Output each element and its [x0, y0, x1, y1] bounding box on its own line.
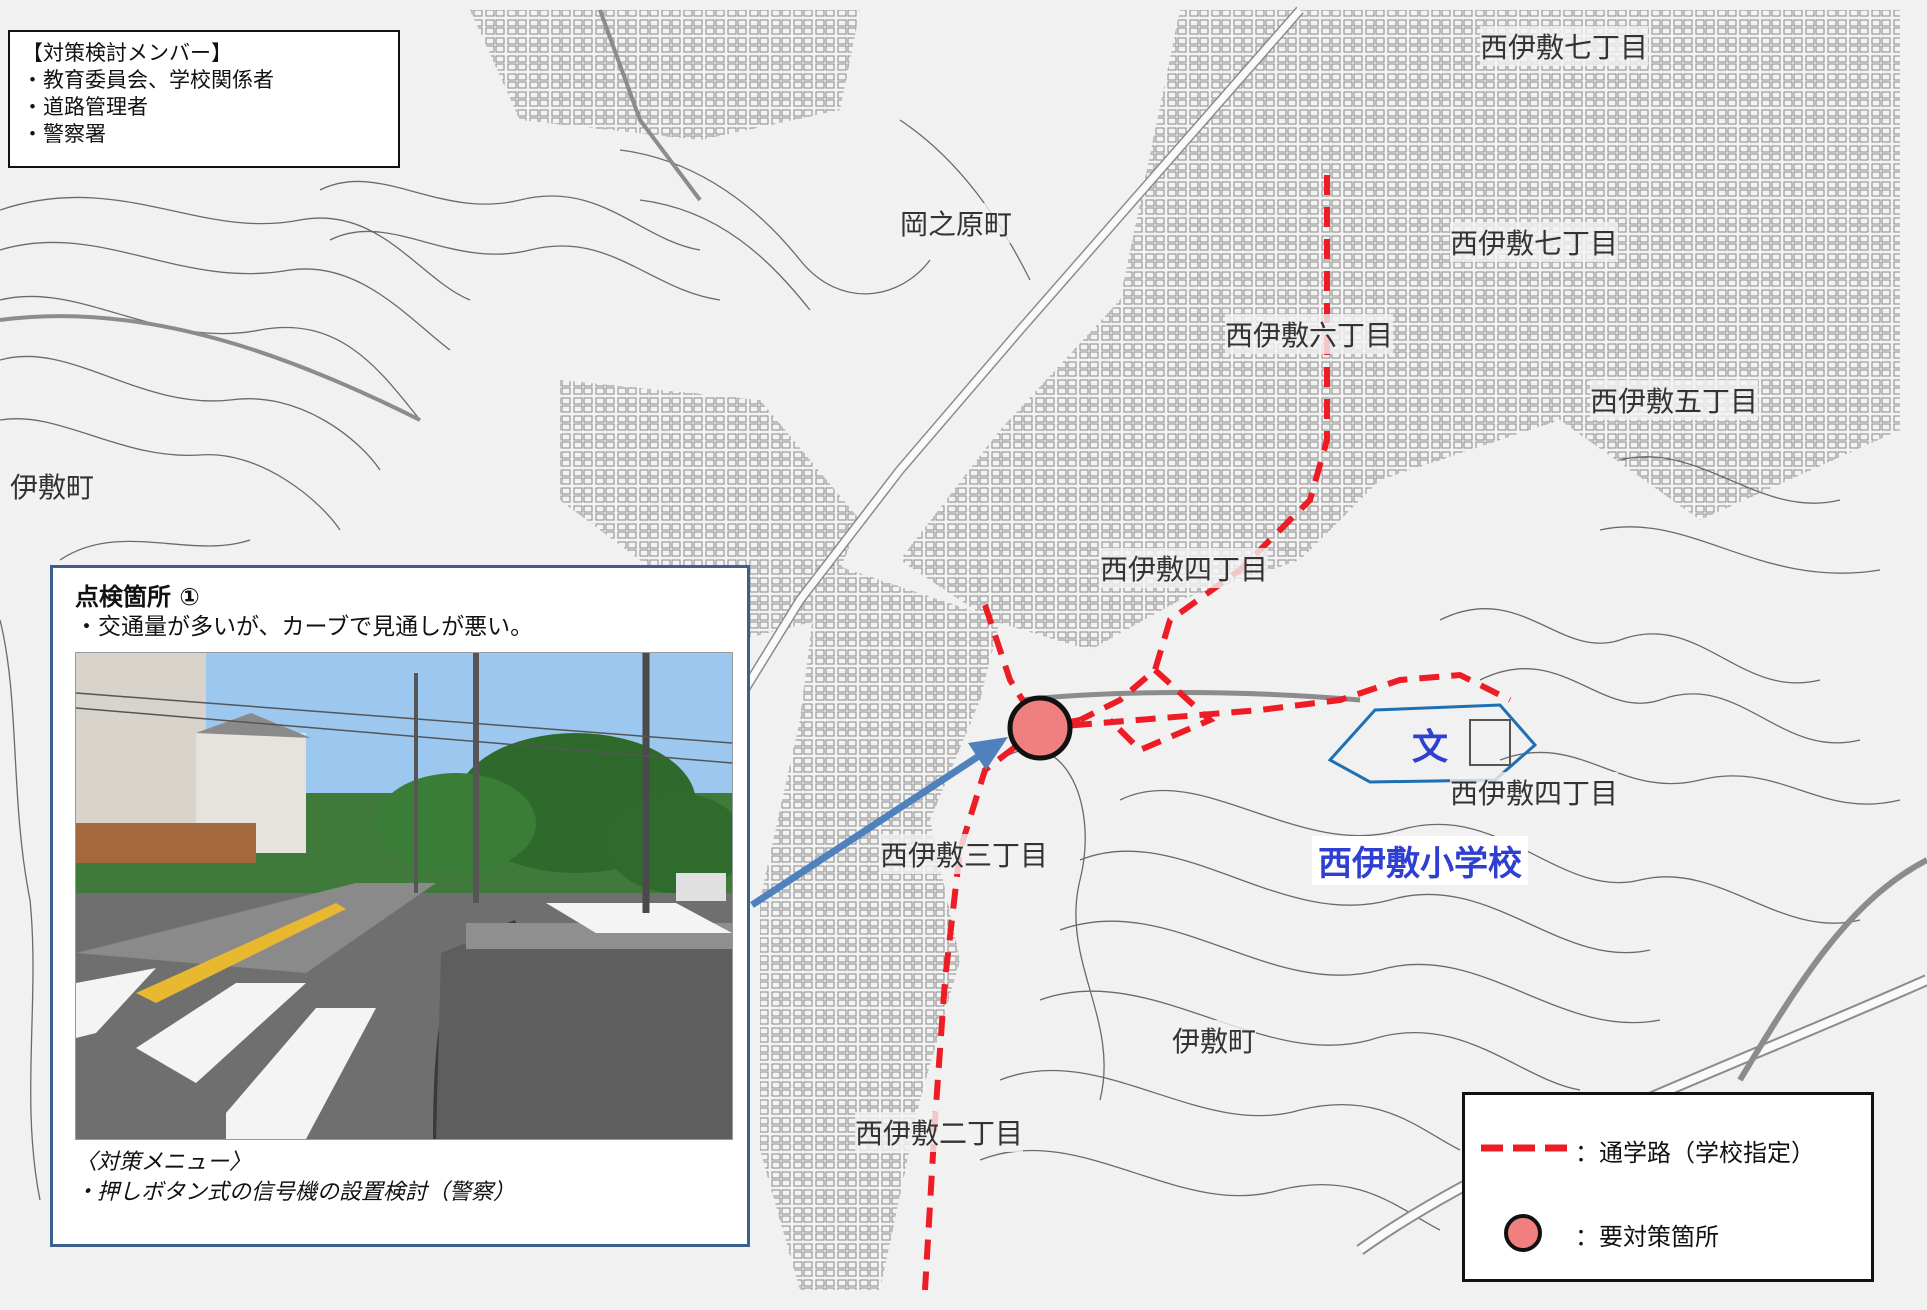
measures-item: ・押しボタン式の信号機の設置検討（警察） — [75, 1180, 516, 1205]
route-line-swatch — [1481, 1144, 1571, 1152]
place-ishikicho-2: 伊敷町 — [1172, 1020, 1257, 1060]
school-outline — [1327, 703, 1538, 784]
members-box: 【対策検討メンバー】 ・教育委員会、学校関係者 ・道路管理者 ・警察署 — [8, 30, 400, 168]
inspection-point-marker[interactable] — [1007, 695, 1073, 761]
legend-point-label: ：要対策箇所 — [1575, 1223, 1719, 1251]
inspection-photo[interactable] — [75, 652, 733, 1140]
inspection-title: 点検箇所 ① — [75, 583, 200, 611]
legend-route-label: ：通学路（学校指定） — [1575, 1139, 1815, 1167]
school-symbol: 文 — [1412, 727, 1449, 768]
place-nishiishiki-4: 西伊敷四丁目 — [1100, 548, 1269, 588]
place-nishiishiki-5: 西伊敷五丁目 — [1590, 380, 1759, 420]
legend-point-row: ：要対策箇所 — [1465, 1207, 1871, 1257]
place-nishiishiki-7: 西伊敷七丁目 — [1480, 26, 1649, 66]
members-item: ・警察署 — [22, 122, 106, 146]
place-nishiishiki-2: 西伊敷二丁目 — [855, 1112, 1024, 1152]
school-name-label: 西伊敷小学校 — [1312, 836, 1528, 885]
members-item: ・道路管理者 — [22, 95, 148, 119]
place-nishiishiki-3: 西伊敷三丁目 — [880, 834, 1049, 874]
place-okanohara: 岡之原町 — [900, 203, 1013, 243]
legend-route-row: ：通学路（学校指定） — [1465, 1123, 1871, 1173]
inspection-description: ・交通量が多いが、カーブで見通しが悪い。 — [75, 614, 534, 640]
members-item: ・教育委員会、学校関係者 — [22, 68, 274, 92]
members-title: 【対策検討メンバー】 — [22, 41, 232, 65]
place-nishiishiki-7b: 西伊敷七丁目 — [1450, 222, 1619, 262]
inspection-arrow — [750, 737, 1008, 908]
residential-areas — [470, 10, 1900, 1290]
inspection-box: 点検箇所 ① ・交通量が多いが、カーブで見通しが悪い。 — [50, 565, 750, 1247]
point-marker-swatch — [1504, 1214, 1542, 1252]
place-nishiishiki-6: 西伊敷六丁目 — [1225, 314, 1394, 354]
legend-box: ：通学路（学校指定） ：要対策箇所 — [1462, 1092, 1874, 1282]
place-nishiishiki-4b: 西伊敷四丁目 — [1450, 772, 1619, 812]
school-building — [1469, 719, 1511, 766]
measures-heading: 〈対策メニュー〉 — [75, 1150, 252, 1175]
place-ishikicho: 伊敷町 — [10, 466, 95, 506]
